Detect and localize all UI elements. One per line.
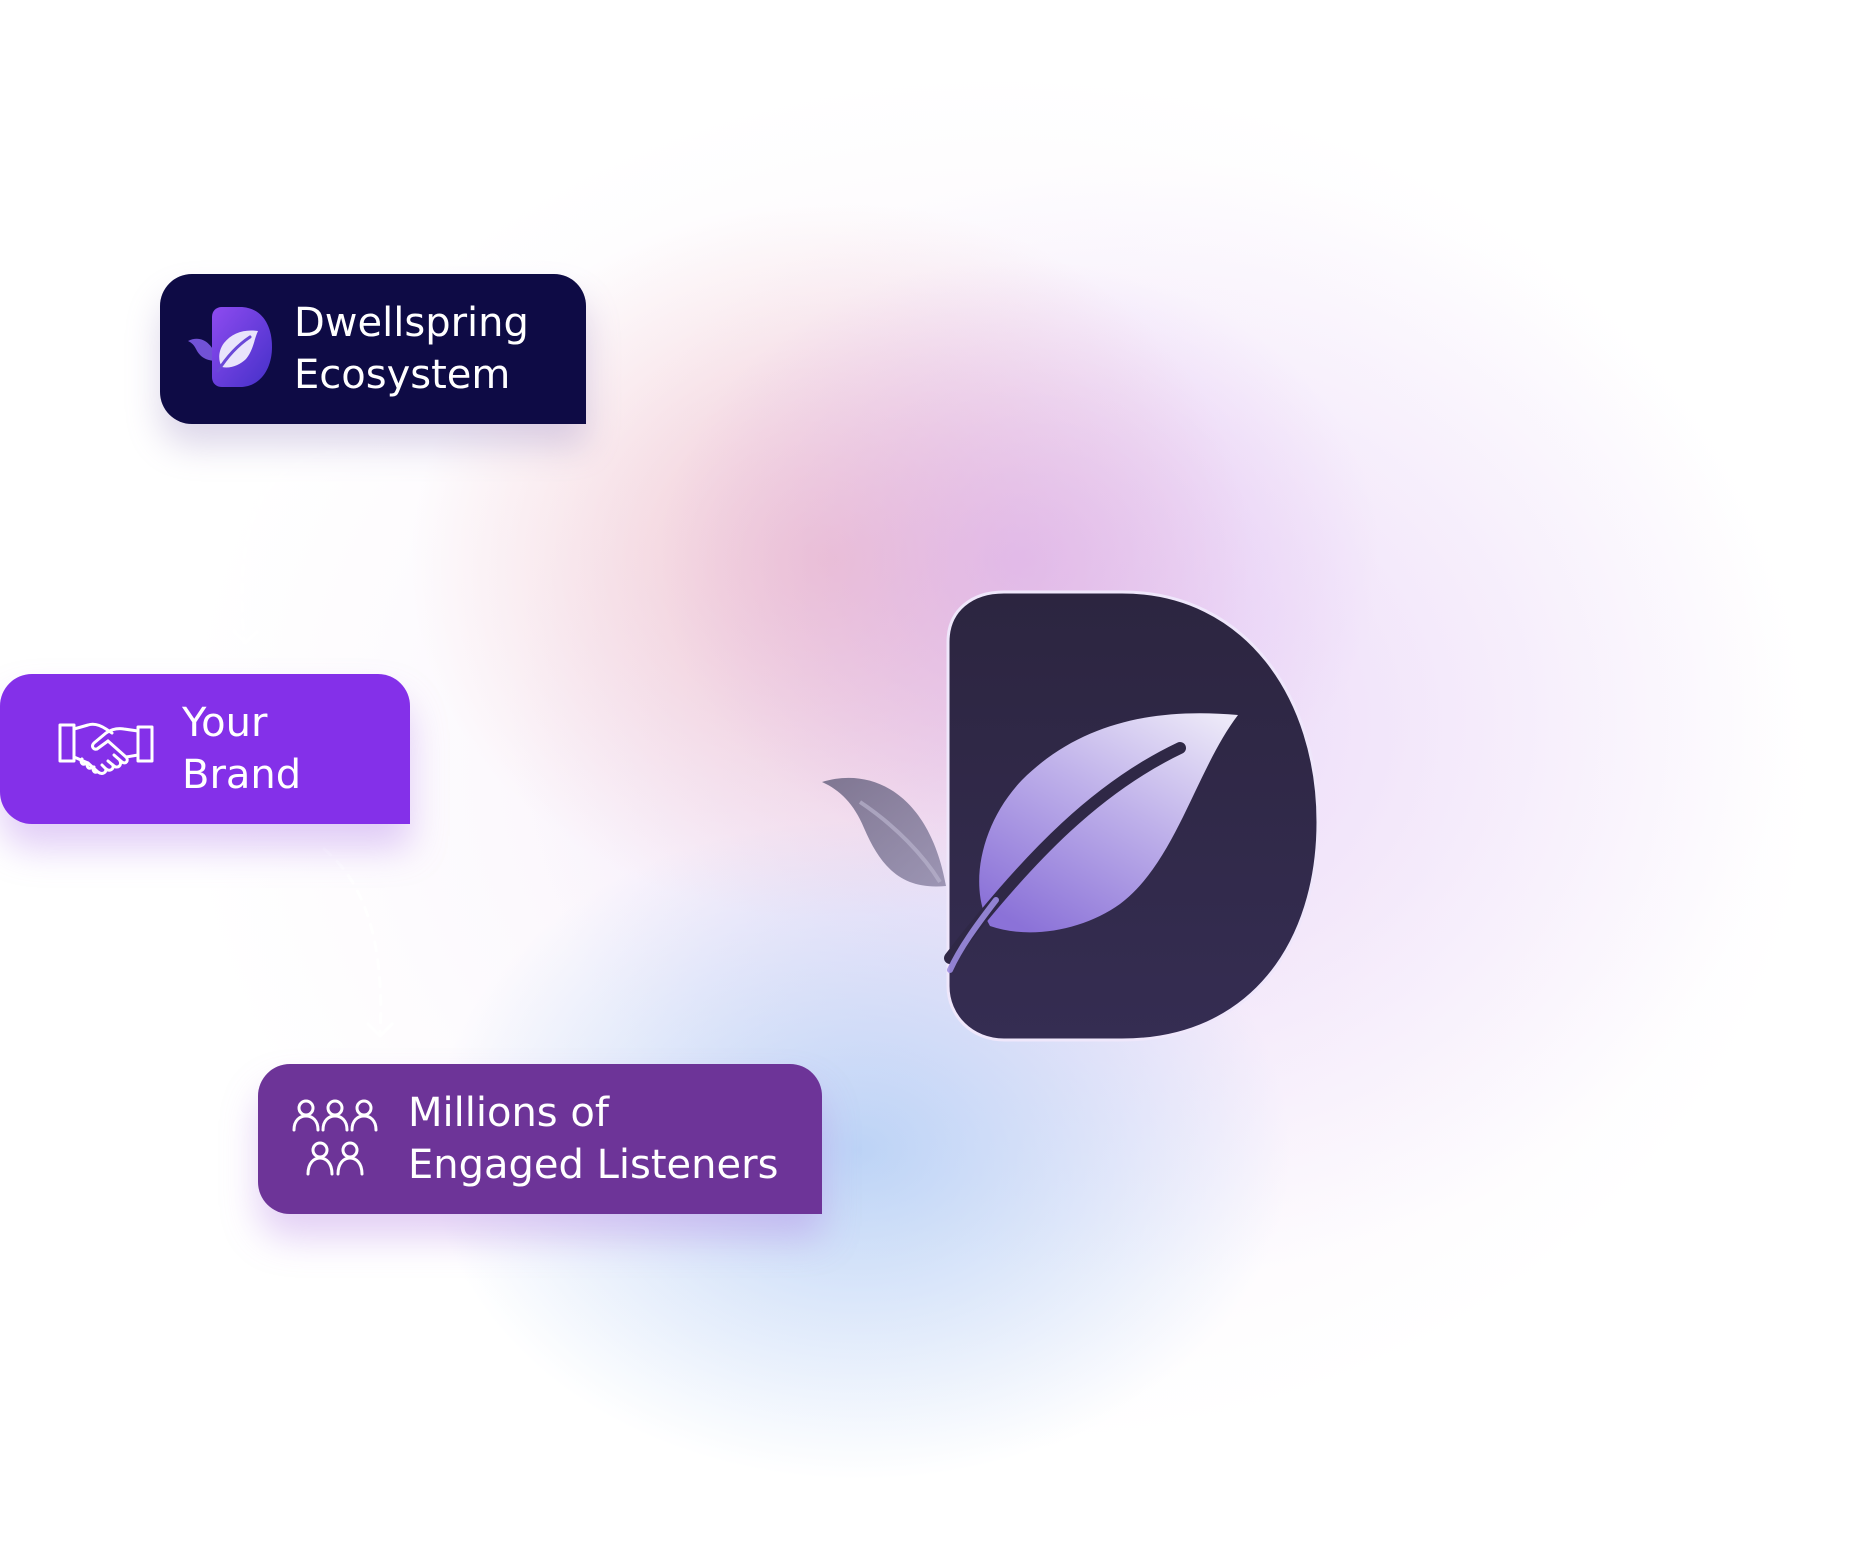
listeners-card-line1: Millions of [408,1090,609,1136]
ecosystem-card-line2: Ecosystem [294,352,511,398]
hero-logo [822,590,1320,1042]
people-group-icon [292,1099,378,1176]
brand-card-text: Your Brand [182,697,301,801]
ecosystem-card-line1: Dwellspring [294,300,529,346]
handshake-icon [58,722,154,775]
hero-leaf-icon [979,713,1238,933]
listeners-card: Millions of Engaged Listeners [258,1064,822,1214]
brand-card-line1: Your [182,700,268,746]
dwellspring-logo-icon [188,307,272,387]
listeners-card-text: Millions of Engaged Listeners [408,1087,778,1191]
brand-card-line2: Brand [182,752,302,798]
hero-small-leaf-icon [822,777,946,887]
ecosystem-card-text: Dwellspring Ecosystem [294,297,529,401]
listeners-card-line2: Engaged Listeners [408,1142,779,1188]
brand-card: Your Brand [0,674,410,824]
ecosystem-card: Dwellspring Ecosystem [160,274,586,424]
